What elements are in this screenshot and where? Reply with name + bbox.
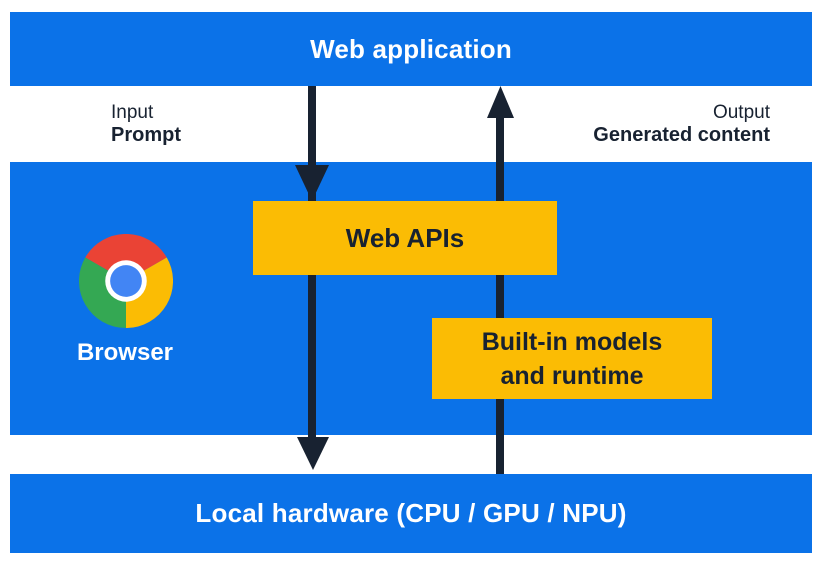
builtin-models-line1: Built-in models <box>481 327 663 356</box>
output-caption: Output <box>712 102 770 123</box>
arrow-up-shaft <box>496 114 504 474</box>
local-hardware-label: Local hardware (CPU / GPU / NPU) <box>195 498 627 528</box>
arrow-down-icon <box>297 437 329 470</box>
input-label-group: Input Prompt <box>111 101 181 147</box>
web-application-bar: Web application <box>10 12 812 86</box>
local-hardware-bar: Local hardware (CPU / GPU / NPU) <box>10 474 812 553</box>
output-label-group: Output Generated content <box>593 101 770 147</box>
chrome-browser-icon <box>79 234 173 328</box>
web-apis-box: Web APIs <box>253 201 557 275</box>
web-application-label: Web application <box>310 33 512 64</box>
arrow-up-icon <box>487 86 514 118</box>
builtin-models-line2: and runtime <box>500 361 644 390</box>
builtin-models-box: Built-in models and runtime <box>432 318 712 399</box>
output-value: Generated content <box>593 124 770 146</box>
input-caption: Input <box>111 102 154 123</box>
input-value: Prompt <box>111 124 181 146</box>
web-apis-label: Web APIs <box>345 222 465 253</box>
browser-label: Browser <box>76 339 174 366</box>
